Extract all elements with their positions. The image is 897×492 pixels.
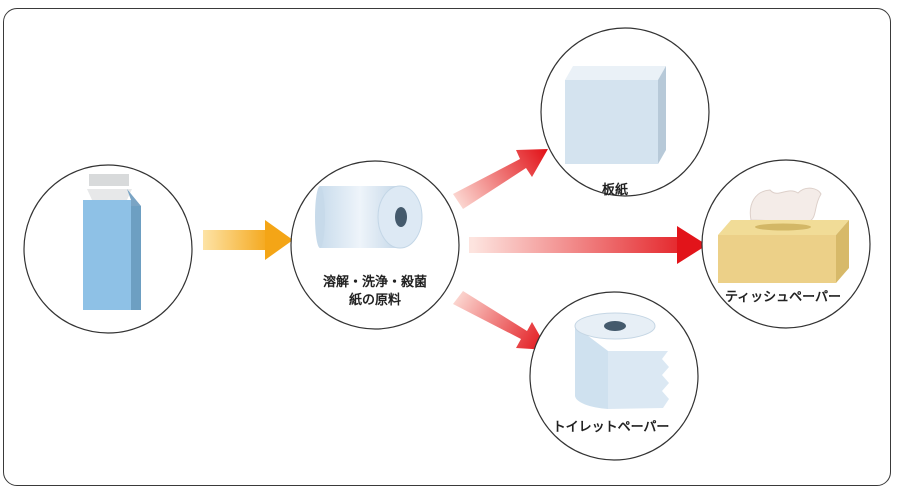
pulp-roll-icon (315, 185, 423, 249)
arrow-pulp-to-toilet (453, 291, 548, 350)
arrow-pulp-to-tissue (469, 226, 707, 264)
node-pulp: 溶解・洗浄・殺菌 紙の原料 (290, 160, 460, 330)
node-paperboard: 板紙 (540, 27, 710, 198)
tissue-label: ティッシュペーパー (725, 290, 841, 305)
toilet-paper-label: トイレットペーパー (553, 420, 670, 435)
node-toilet-paper: トイレットペーパー (529, 291, 699, 461)
toilet-paper-icon (574, 312, 669, 409)
node-milk-carton (23, 164, 193, 334)
arrow-pulp-to-board (453, 149, 548, 209)
diagram-frame: 溶解・洗浄・殺菌 紙の原料 板紙 ティッシュペーパー (3, 8, 893, 488)
paperboard-label: 板紙 (602, 182, 628, 198)
arrow-carton-to-pulp (203, 220, 293, 260)
paperboard-icon (565, 66, 666, 164)
milk-carton-icon (83, 174, 141, 310)
node-tissue: ティッシュペーパー (701, 159, 871, 329)
recycling-flow-diagram: 溶解・洗浄・殺菌 紙の原料 板紙 ティッシュペーパー (23, 27, 871, 461)
tissue-box-icon (718, 187, 849, 283)
pulp-label-line1: 溶解・洗浄・殺菌 (323, 274, 427, 290)
pulp-label-line2: 紙の原料 (349, 292, 401, 308)
